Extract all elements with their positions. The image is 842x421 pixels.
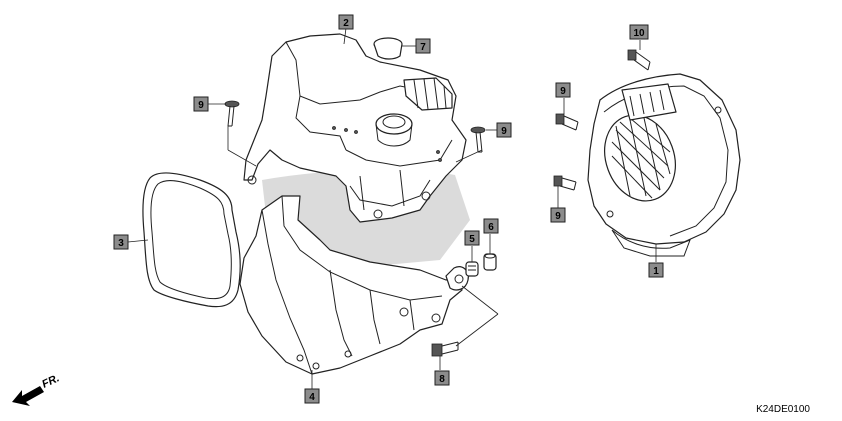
- callout-9b: 9: [496, 122, 512, 138]
- callout-2: 2: [338, 14, 354, 30]
- screw-top: [627, 49, 651, 71]
- callout-4-number: 4: [309, 392, 315, 403]
- callout-9d-number: 9: [555, 211, 561, 222]
- callout-9a: 9: [193, 96, 209, 112]
- callout-9b-number: 9: [501, 126, 507, 137]
- leader-lines: [127, 27, 657, 390]
- callout-5: 5: [464, 230, 480, 246]
- callout-6-number: 6: [488, 222, 494, 233]
- callout-6: 6: [483, 218, 499, 234]
- seal-gasket: [142, 172, 241, 308]
- callout-7-number: 7: [420, 42, 426, 53]
- callout-9c: 9: [555, 82, 571, 98]
- tapping-screw-left: [224, 100, 240, 127]
- tapping-screw-fan-lower: [553, 175, 577, 191]
- callout-9d: 9: [550, 207, 566, 223]
- drawing-code: K24DE0100: [756, 404, 810, 415]
- grommet: [465, 261, 479, 277]
- rubber-cap: [373, 37, 403, 60]
- front-direction-indicator: FR.: [12, 372, 61, 406]
- callout-3: 3: [113, 234, 129, 250]
- callout-5-number: 5: [469, 234, 475, 245]
- callout-1: 1: [648, 262, 664, 278]
- callout-3-number: 3: [118, 238, 124, 249]
- tapping-screw-middle: [470, 126, 486, 153]
- collar: [483, 253, 497, 271]
- lower-shroud: [239, 195, 469, 375]
- callout-1-number: 1: [653, 266, 659, 277]
- callout-4: 4: [304, 388, 320, 404]
- fan-cover: [587, 73, 741, 257]
- tapping-screw-fan-upper: [555, 113, 579, 131]
- front-arrow-icon: [12, 386, 44, 406]
- callout-7: 7: [415, 38, 431, 54]
- callout-8-number: 8: [439, 374, 445, 385]
- front-label: FR.: [40, 372, 61, 390]
- bolt: [431, 341, 459, 357]
- callout-2-number: 2: [343, 18, 349, 29]
- upper-shroud: [243, 33, 467, 223]
- callout-9c-number: 9: [560, 86, 566, 97]
- callout-8: 8: [434, 370, 450, 386]
- callout-10-number: 10: [633, 28, 645, 39]
- callout-10: 10: [629, 24, 649, 40]
- callout-9a-number: 9: [198, 100, 204, 111]
